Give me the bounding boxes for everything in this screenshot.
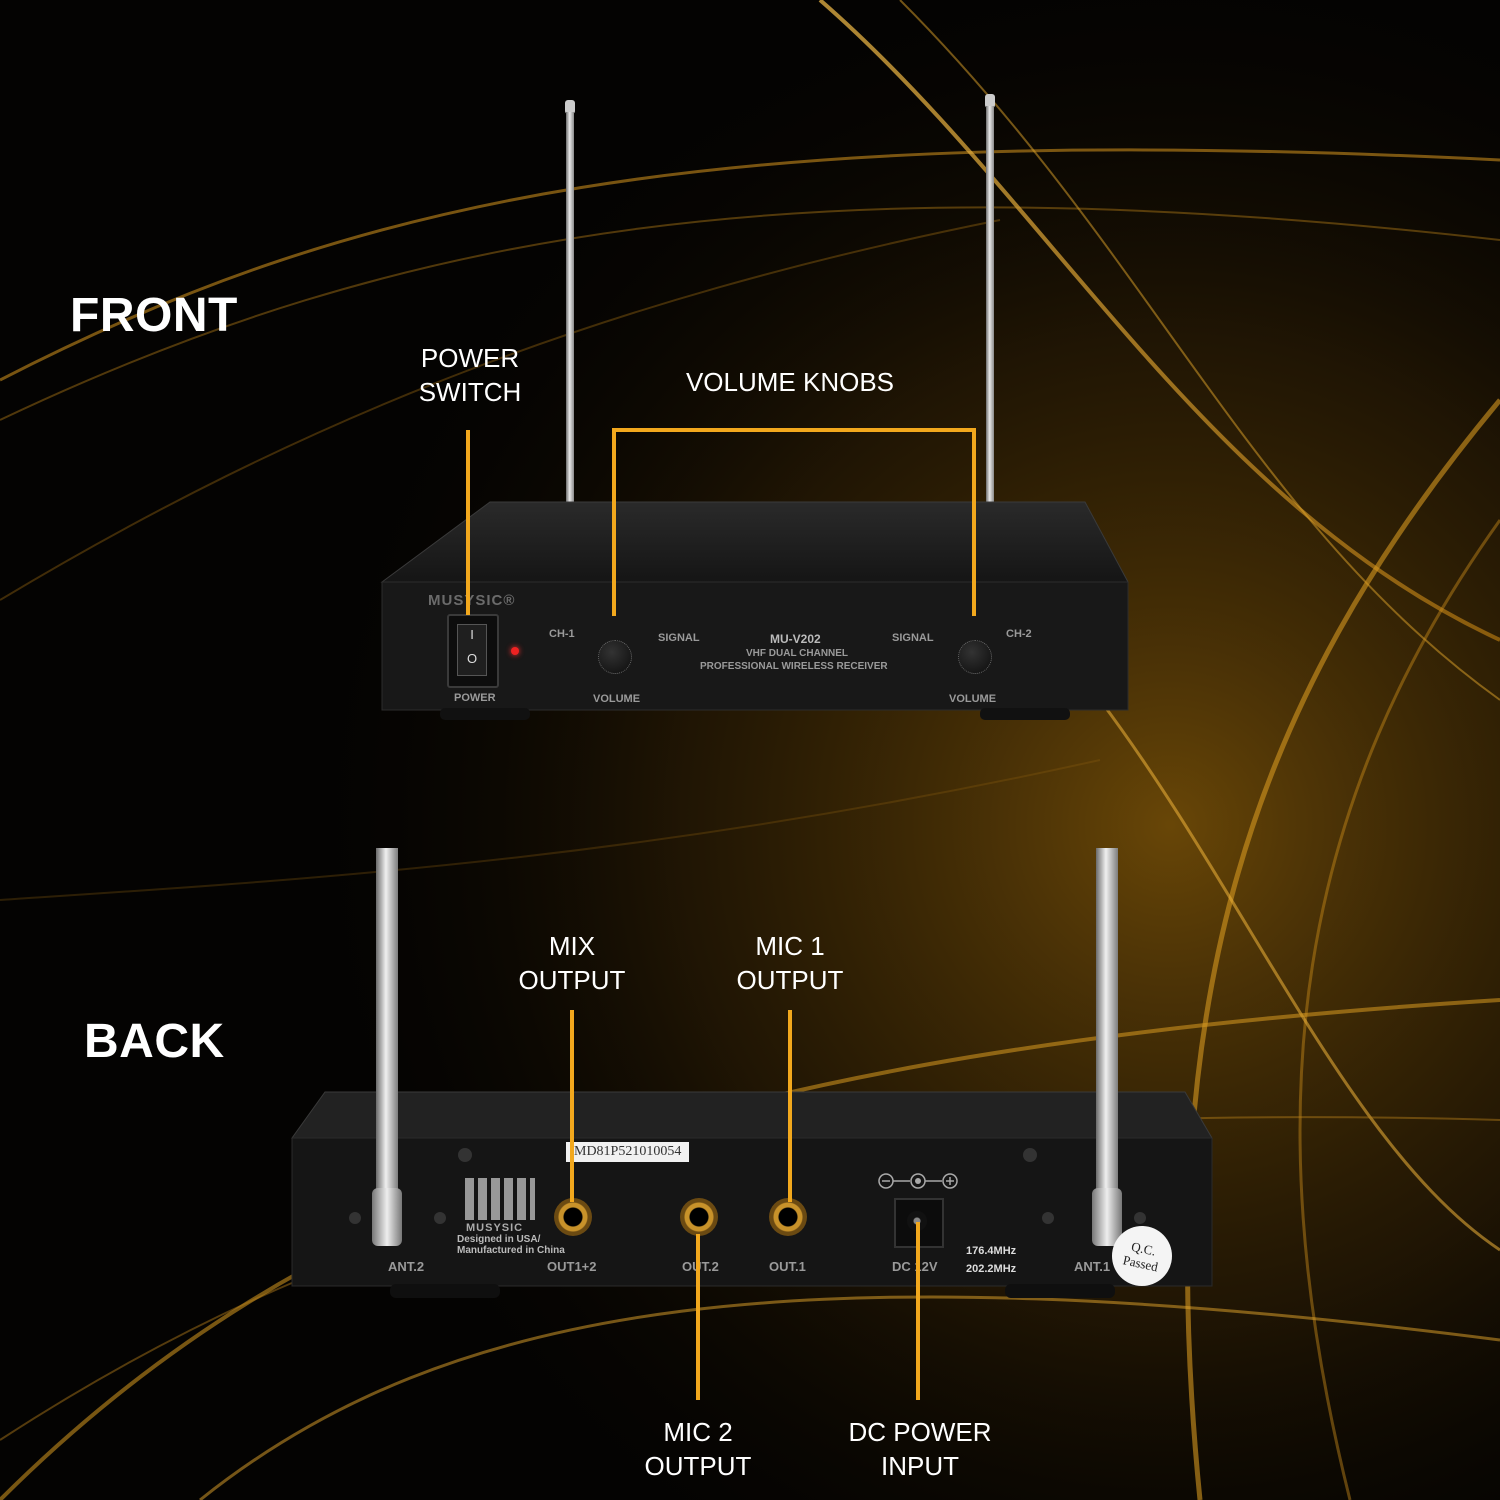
back-receiver-body <box>291 1091 1213 1298</box>
mic1-output-callout-line1: MIC 1 <box>755 931 825 961</box>
mix-output-callout-line1: MIX <box>548 931 596 961</box>
front-power-label: POWER <box>454 692 496 704</box>
dc-power-leader-line <box>916 1222 920 1400</box>
volume-knob-ch1[interactable] <box>598 640 632 674</box>
front-signal-left-label: SIGNAL <box>658 632 700 644</box>
power-switch-callout-line2: SWITCH <box>418 377 522 407</box>
power-switch-leader-line <box>466 430 470 615</box>
frequency-label: 176.4MHz 202.2MHz <box>960 1240 1023 1280</box>
front-antenna-right <box>980 94 998 504</box>
out1-label: OUT.1 <box>769 1259 806 1274</box>
dc-power-callout-line2: INPUT <box>881 1451 959 1481</box>
ant1-label: ANT.1 <box>1074 1259 1111 1274</box>
front-volume-left-label: VOLUME <box>593 693 641 705</box>
back-antenna-left <box>372 848 402 1248</box>
volume-knob-ch2[interactable] <box>958 640 992 674</box>
switch-on-mark: I <box>470 627 474 642</box>
mix-output-callout-line2: OUTPUT <box>518 965 626 995</box>
front-model-label: MU-V202 <box>770 632 821 646</box>
volume-knobs-callout: VOLUME KNOBS <box>660 365 920 399</box>
mic1-output-callout: MIC 1 OUTPUT <box>715 929 865 997</box>
front-volume-right-label: VOLUME <box>949 693 997 705</box>
dc-power-callout: DC POWER INPUT <box>830 1415 1010 1483</box>
front-title: FRONT <box>70 289 238 342</box>
mic1-output-callout-line2: OUTPUT <box>736 965 844 995</box>
back-brand-logo-icon <box>465 1178 535 1220</box>
serial-number-sticker: MD81P521010054 <box>566 1142 690 1162</box>
out2-label: OUT.2 <box>682 1259 719 1274</box>
power-switch-callout-line1: POWER <box>420 343 520 373</box>
back-brand-text: MUSYSIC <box>466 1222 524 1234</box>
volume-knobs-callout-text: VOLUME KNOBS <box>685 367 895 397</box>
back-title: BACK <box>84 1015 225 1068</box>
dc-label: DC 12V <box>892 1259 938 1274</box>
front-desc-line2: PROFESSIONAL WIRELESS RECEIVER <box>700 661 888 672</box>
mix-output-jack[interactable] <box>554 1198 592 1236</box>
frequency-ch1: 176.4MHz <box>966 1245 1017 1257</box>
mic2-output-callout: MIC 2 OUTPUT <box>623 1415 773 1483</box>
front-signal-right-label: SIGNAL <box>892 632 934 644</box>
dc-polarity-icon <box>876 1170 962 1192</box>
volume-knobs-bracket-left <box>612 428 616 616</box>
origin-line1: Designed in USA/ <box>457 1234 541 1245</box>
power-switch-callout: POWER SWITCH <box>400 341 540 409</box>
origin-line2: Manufactured in China <box>457 1245 565 1256</box>
mic2-output-jack[interactable] <box>680 1198 718 1236</box>
front-desc-line1: VHF DUAL CHANNEL <box>746 648 849 659</box>
switch-off-mark: O <box>466 651 478 666</box>
mic2-output-leader-line <box>696 1234 700 1400</box>
front-ch2-label: CH-2 <box>1006 628 1032 640</box>
power-led-icon <box>511 647 519 655</box>
mic2-output-callout-line1: MIC 2 <box>663 1417 733 1447</box>
front-ch1-label: CH-1 <box>549 628 575 640</box>
volume-knobs-bracket-top <box>612 428 976 432</box>
mic1-output-jack[interactable] <box>769 1198 807 1236</box>
volume-knobs-bracket-right <box>972 428 976 616</box>
front-receiver-body <box>380 501 1129 720</box>
mix-output-callout: MIX OUTPUT <box>497 929 647 997</box>
mic2-output-callout-line2: OUTPUT <box>644 1451 752 1481</box>
mic1-output-leader-line <box>788 1010 792 1202</box>
out12-label: OUT1+2 <box>547 1259 597 1274</box>
front-antenna-left <box>560 100 578 507</box>
power-rocker-switch[interactable]: I O <box>447 614 499 688</box>
back-antenna-right <box>1092 848 1122 1248</box>
mix-output-leader-line <box>570 1010 574 1202</box>
frequency-ch2: 202.2MHz <box>966 1263 1017 1275</box>
front-brand-logo: MUSYSIC® <box>428 592 516 609</box>
ant2-label: ANT.2 <box>388 1259 425 1274</box>
dc-power-callout-line1: DC POWER <box>848 1417 992 1447</box>
